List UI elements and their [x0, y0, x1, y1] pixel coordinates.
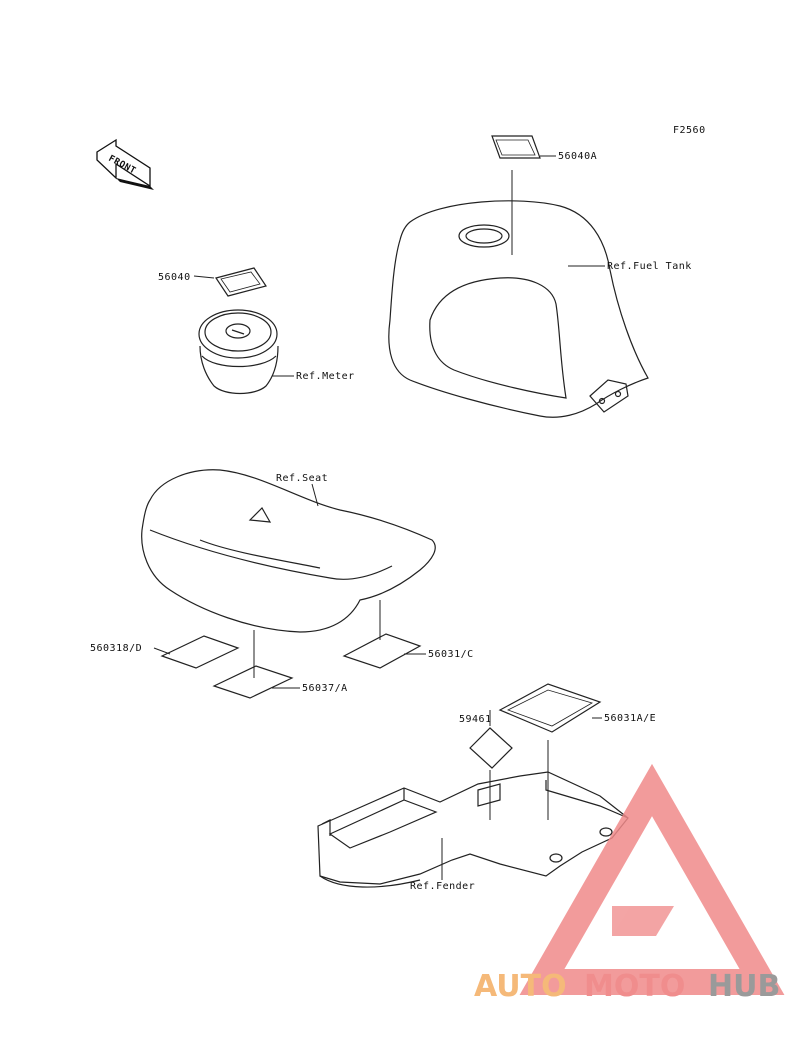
fender-drawing: [317, 771, 629, 888]
sticker-56031c: [342, 633, 422, 669]
ref-fender: Ref.Fender: [410, 881, 475, 892]
triangle-logo-icon: [519, 763, 785, 995]
sticker-560318d: [160, 635, 240, 669]
label-56037a: 56037/A: [302, 683, 348, 694]
front-arrow-icon: FRONT: [96, 138, 154, 190]
sticker-56031ae: [498, 683, 602, 733]
watermark-moto: MOTO: [584, 969, 685, 1004]
meter-drawing: [198, 267, 279, 395]
ref-seat: Ref.Seat: [276, 473, 328, 484]
label-59461: 59461: [459, 714, 492, 725]
ref-meter: Ref.Meter: [296, 371, 355, 382]
ref-fuel-tank: Ref.Fuel Tank: [607, 261, 692, 272]
watermark-logo: [519, 763, 785, 995]
sticker-56037a: [212, 665, 294, 699]
label-56031c: 56031/C: [428, 649, 474, 660]
watermark-auto: AUTO: [474, 969, 567, 1004]
figure-code: F2560: [673, 125, 706, 136]
label-560318d: 560318/D: [90, 643, 142, 654]
sticker-56040a: [491, 135, 556, 255]
sticker-59461: [469, 727, 513, 769]
fuel-tank-drawing: [388, 200, 649, 418]
label-56040: 56040: [158, 272, 191, 283]
label-56031ae: 56031A/E: [604, 713, 656, 724]
watermark-hub: HUB: [708, 969, 780, 1004]
label-56040a: 56040A: [558, 151, 597, 162]
seat-drawing: [141, 469, 436, 633]
